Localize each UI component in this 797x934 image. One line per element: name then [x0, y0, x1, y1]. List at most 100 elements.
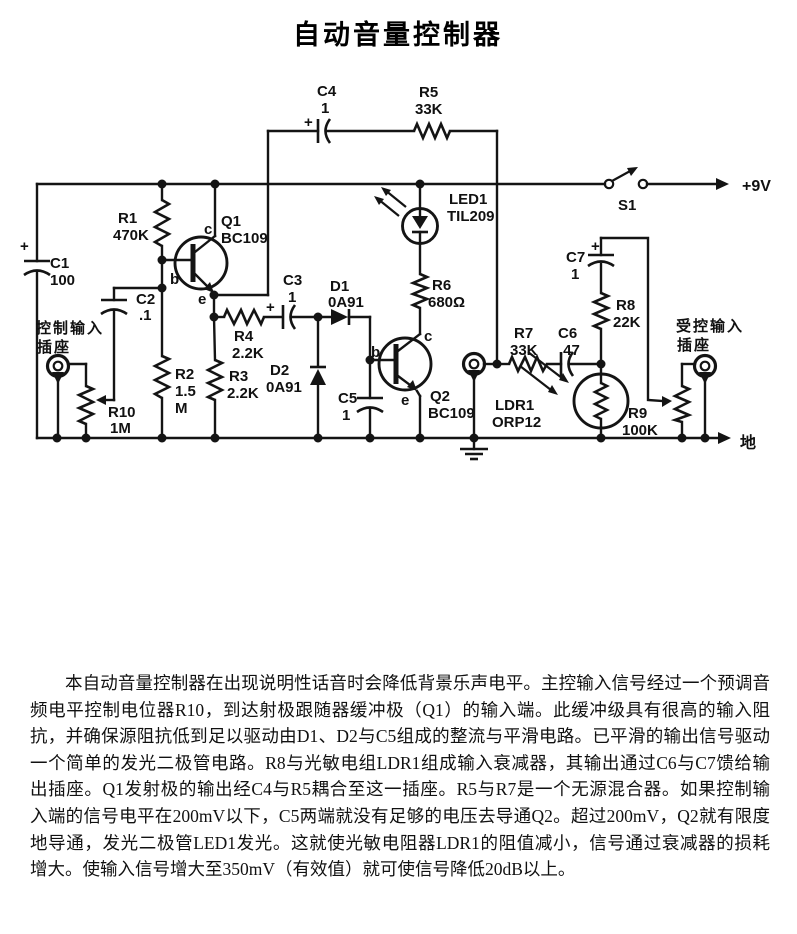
- resistor-r7: R7 33K: [495, 325, 563, 375]
- r3-value: 2.2K: [227, 385, 259, 402]
- c1-plus: +: [20, 238, 29, 255]
- q1-emitter-arrow-icon: [204, 282, 214, 293]
- r10-name: R10: [108, 404, 136, 421]
- resistor-r8: R8 22K: [590, 262, 641, 366]
- r2-value: 1.5: [175, 383, 196, 400]
- r3-name: R3: [229, 368, 248, 385]
- capacitor-c3: + C3 1: [266, 272, 333, 330]
- description-paragraph: 本自动音量控制器在出现说明性话音时会降低背景乐声电平。主控输入信号经过一个预调音…: [30, 670, 770, 883]
- c5-name: C5: [338, 390, 357, 407]
- q2-base-label: b: [371, 344, 380, 361]
- diode-d2: D2 0A91: [266, 315, 326, 440]
- r6-value: 680Ω: [428, 294, 465, 311]
- d1-triangle-icon: [331, 309, 348, 325]
- q2-collector-label: c: [424, 328, 432, 345]
- description-line: 出插座。Q1发射极的输出经C4与R5耦合至这一插座。R5与R7是一个无源混合器。…: [30, 779, 770, 800]
- d2-triangle-icon: [310, 369, 326, 385]
- q2-emitter-label: e: [401, 392, 409, 409]
- q2-part: BC109: [428, 405, 475, 422]
- r6-name: R6: [432, 277, 451, 294]
- page-title: 自动音量控制器: [293, 19, 503, 50]
- led1-triangle-icon: [412, 216, 428, 229]
- led1-name: LED1: [449, 191, 487, 208]
- r8-name: R8: [616, 297, 635, 314]
- description-line: 一个简单的发光二极管电路。R8与光敏电组LDR1组成输入衰减器，其输出通过C6与…: [30, 752, 770, 773]
- r10-wiper-arrow-icon: [96, 395, 106, 405]
- d2-name: D2: [270, 362, 289, 379]
- ground-arrow-icon: [718, 432, 731, 444]
- emitter-branch: [209, 129, 320, 322]
- c5-value: 1: [342, 407, 350, 424]
- ldr1-name: LDR1: [495, 397, 534, 414]
- capacitor-c5: C5 1: [338, 355, 384, 440]
- transistor-q2: b c e Q2 BC109: [368, 306, 475, 440]
- r2-name: R2: [175, 366, 194, 383]
- ldr-light-arrows-icon: [519, 351, 569, 395]
- description-line: 抗，并确保源阻抗低到足以驱动由D1、D2与C5组成的整流与平滑电路。已平滑的输出…: [30, 726, 770, 747]
- led-led1: LED1 TIL209: [374, 182, 495, 276]
- c3-plus: +: [266, 299, 275, 316]
- r9-name: R9: [628, 405, 647, 422]
- controlled-jack-label-2: 插座: [677, 336, 711, 354]
- q1-part: BC109: [221, 230, 268, 247]
- led-emission-arrows-icon: [374, 187, 407, 217]
- power-rail: +9V: [35, 178, 771, 195]
- resistor-r2: R2 1.5 M: [152, 286, 196, 440]
- c7-name: C7: [566, 249, 585, 266]
- q1-name: Q1: [221, 213, 241, 230]
- ldr1-part: ORP12: [492, 414, 541, 431]
- c6-name: C6: [558, 325, 577, 342]
- description-line: 入端的信号电平在200mV以下，C5两端就没有足够的电压去导通Q2。超过200m…: [30, 805, 770, 826]
- q2-emitter-arrow-icon: [407, 380, 417, 391]
- earth-symbol-icon: [460, 436, 488, 461]
- switch-arm-arrow-icon: [627, 167, 638, 176]
- transistor-q1: c b e Q1 BC109: [160, 182, 268, 308]
- q2-name: Q2: [430, 388, 450, 405]
- jack-controlled-input: 受控输入 插座: [676, 317, 742, 440]
- r2-value2: M: [175, 400, 188, 417]
- led1-part: TIL209: [447, 208, 495, 225]
- c4-value: 1: [321, 100, 329, 117]
- c4-plus: +: [304, 114, 313, 131]
- ldr-ldr1: LDR1 ORP12: [492, 351, 630, 440]
- switch-s1: S1: [603, 167, 649, 214]
- r1-name: R1: [118, 210, 137, 227]
- power-arrow-icon: [716, 178, 729, 190]
- description-line: 地导通，发光二极管LED1发光。这就使光敏电阻器LDR1的阻值减小，信号通过衰减…: [30, 832, 770, 853]
- c3-name: C3: [283, 272, 302, 289]
- r4-name: R4: [234, 328, 254, 345]
- d1-name: D1: [330, 278, 349, 295]
- resistor-r5: R5 33K: [412, 84, 499, 366]
- capacitor-c2: C2 .1: [96, 258, 167, 405]
- r5-value: 33K: [415, 101, 443, 118]
- c7-plus: +: [591, 238, 600, 255]
- circuit-schematic: 自动音量控制器 +9V 地 S1: [20, 19, 771, 461]
- r9-wiper-arrow-icon: [662, 396, 672, 407]
- power-label: +9V: [742, 178, 771, 195]
- c2-name: C2: [136, 291, 155, 308]
- resistor-r1: R1 470K: [113, 182, 172, 265]
- r10-value: 1M: [110, 420, 131, 437]
- c7-value: 1: [571, 266, 579, 283]
- capacitor-c7: + C7 1: [566, 236, 672, 407]
- r5-name: R5: [419, 84, 438, 101]
- jack-output: [461, 351, 502, 440]
- resistor-r4: R4 2.2K: [212, 306, 283, 362]
- q1-base-label: b: [170, 271, 179, 288]
- r9-value: 100K: [622, 422, 658, 439]
- c4-name: C4: [317, 83, 337, 100]
- r4-value: 2.2K: [232, 345, 264, 362]
- diode-d1: D1 0A91: [313, 278, 372, 362]
- capacitor-c6: C6 .47: [558, 325, 606, 377]
- potentiometer-r9: R9 100K: [622, 362, 693, 440]
- resistor-r6: R6 680Ω: [409, 272, 465, 311]
- capacitor-c1: + C1 100: [20, 182, 75, 440]
- c6-value: .47: [559, 342, 580, 359]
- r1-value: 470K: [113, 227, 149, 244]
- switch-label: S1: [618, 197, 636, 214]
- capacitor-c4: + C4 1: [304, 83, 416, 144]
- description-line: 频电平控制电位器R10，到达射极跟随器缓冲极（Q1）的输入端。此缓冲级具有很高的…: [30, 699, 770, 720]
- control-jack-label-1: 控制输入: [36, 319, 104, 337]
- d2-part: 0A91: [266, 379, 302, 396]
- c3-value: 1: [288, 289, 296, 306]
